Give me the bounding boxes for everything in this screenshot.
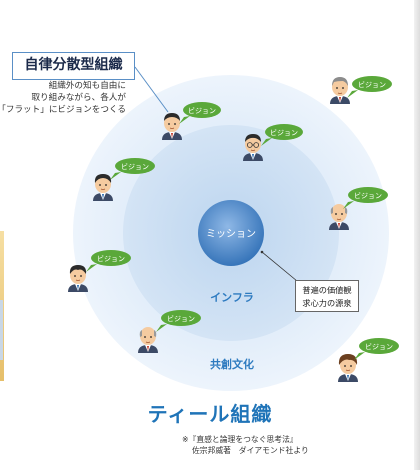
callout-description: 組織外の知も自由に 取り組みながら、各人が 「フラット」にビジョンをつくる <box>0 80 126 117</box>
vision-bubble-label: ビジョン <box>354 191 382 200</box>
core-mission-circle <box>198 200 264 266</box>
info-box-line: 普遍の価値観 <box>302 285 352 295</box>
person-icon <box>93 174 113 201</box>
callout-line: 「フラット」にビジョンをつくる <box>0 105 126 116</box>
callout-line: 組織外の知も自由に <box>48 81 126 91</box>
source-note-line-2: 佐宗邦威著 ダイアモンド社より <box>192 446 309 455</box>
person-vision-8: ビジョン <box>338 338 399 382</box>
vision-bubble: ビジョン <box>156 310 201 332</box>
vision-bubble-label: ビジョン <box>97 254 125 263</box>
person-icon <box>138 327 158 353</box>
person-vision-4: ビジョン <box>93 158 155 201</box>
person-vision-7: ビジョン <box>138 310 201 353</box>
person-icon <box>162 113 182 140</box>
callout-title-autonomous-organization: 自律分散型組織 <box>12 52 135 80</box>
vision-bubble-label: ビジョン <box>365 342 393 351</box>
diagram-title: ティール組織 <box>147 402 273 426</box>
left-edge-panel-fragment <box>0 300 3 360</box>
vision-bubble: ビジョン <box>347 76 392 98</box>
person-vision-6: ビジョン <box>68 250 131 292</box>
info-connector-line <box>261 251 298 282</box>
vision-bubble: ビジョン <box>261 124 303 146</box>
vision-bubble-label: ビジョン <box>358 80 386 89</box>
person-icon <box>338 354 358 382</box>
source-note-line-1: ※『直感と論理をつなぐ思考法』 <box>182 435 298 444</box>
person-icon <box>243 134 263 161</box>
info-box-line: 求心力の源泉 <box>302 297 352 308</box>
vision-bubble: ビジョン <box>110 158 155 180</box>
values-info-box: 普遍の価値観 求心力の源泉 <box>295 280 359 312</box>
core-label-mission: ミッション <box>206 229 256 240</box>
right-edge-panel <box>414 0 420 470</box>
vision-bubble: ビジョン <box>86 250 131 272</box>
person-icon <box>329 204 349 230</box>
vision-bubble-label: ビジョン <box>270 128 298 137</box>
middle-ring-label-infrastructure: インフラ <box>210 291 254 304</box>
person-icon <box>330 77 350 104</box>
vision-bubble-label: ビジョン <box>121 162 149 171</box>
person-icon <box>68 265 88 292</box>
info-connector-dot <box>260 250 264 254</box>
person-vision-3: ビジョン <box>330 76 392 104</box>
vision-bubble: ビジョン <box>179 102 221 124</box>
person-vision-1: ビジョン <box>162 102 221 140</box>
callout-line: 取り組みながら、各人が <box>31 93 126 104</box>
person-vision-2: ビジョン <box>243 124 303 161</box>
vision-bubble-label: ビジョン <box>167 314 195 323</box>
vision-bubble-label: ビジョン <box>188 106 216 115</box>
vision-bubble: ビジョン <box>343 187 388 209</box>
vision-bubble: ビジョン <box>354 338 399 360</box>
person-vision-5: ビジョン <box>329 187 388 230</box>
outer-ring-label-co-creation: 共創文化 <box>210 357 254 371</box>
source-note: ※『直感と論理をつなぐ思考法』 佐宗邦威著 ダイアモンド社より <box>182 434 309 456</box>
callout-connector-line <box>134 66 169 113</box>
